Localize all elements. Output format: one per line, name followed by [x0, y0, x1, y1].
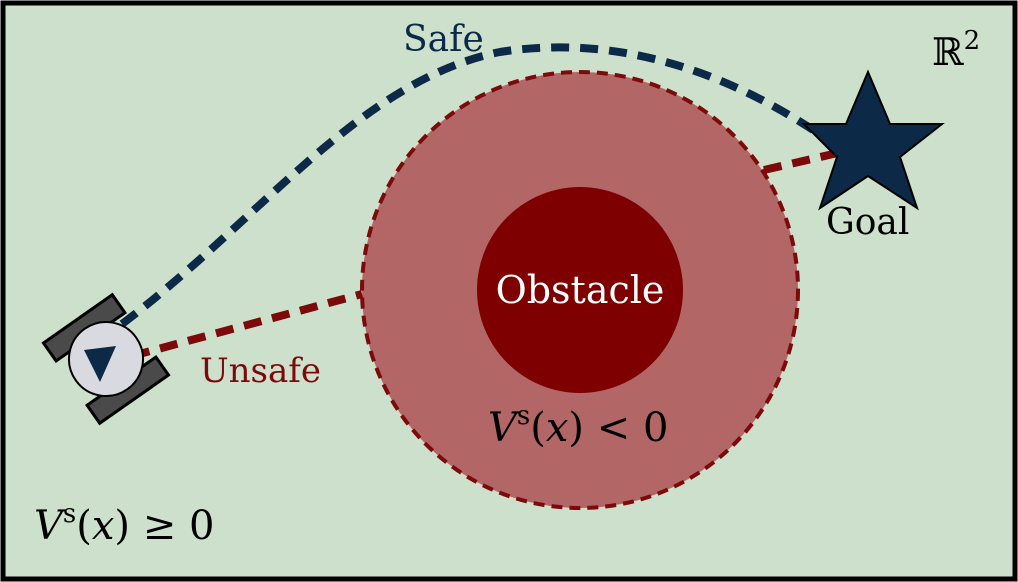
unsafe-path-end [763, 148, 843, 174]
safe-path [119, 43, 845, 328]
robot-heading-icon [84, 346, 116, 382]
obstacle-label: Obstacle [496, 268, 665, 312]
unsafe-path [130, 290, 364, 360]
star-icon [801, 69, 945, 211]
obstacle [477, 187, 683, 393]
unsafe-label: Unsafe [200, 351, 321, 391]
unsafe-region-condition: Vs(x) < 0 [488, 401, 668, 451]
safe-label: Safe [403, 19, 484, 60]
space-label: ℝ2 [932, 26, 980, 74]
safe-region-condition: Vs(x) ≥ 0 [34, 499, 214, 549]
goal-label: Goal [826, 202, 909, 243]
